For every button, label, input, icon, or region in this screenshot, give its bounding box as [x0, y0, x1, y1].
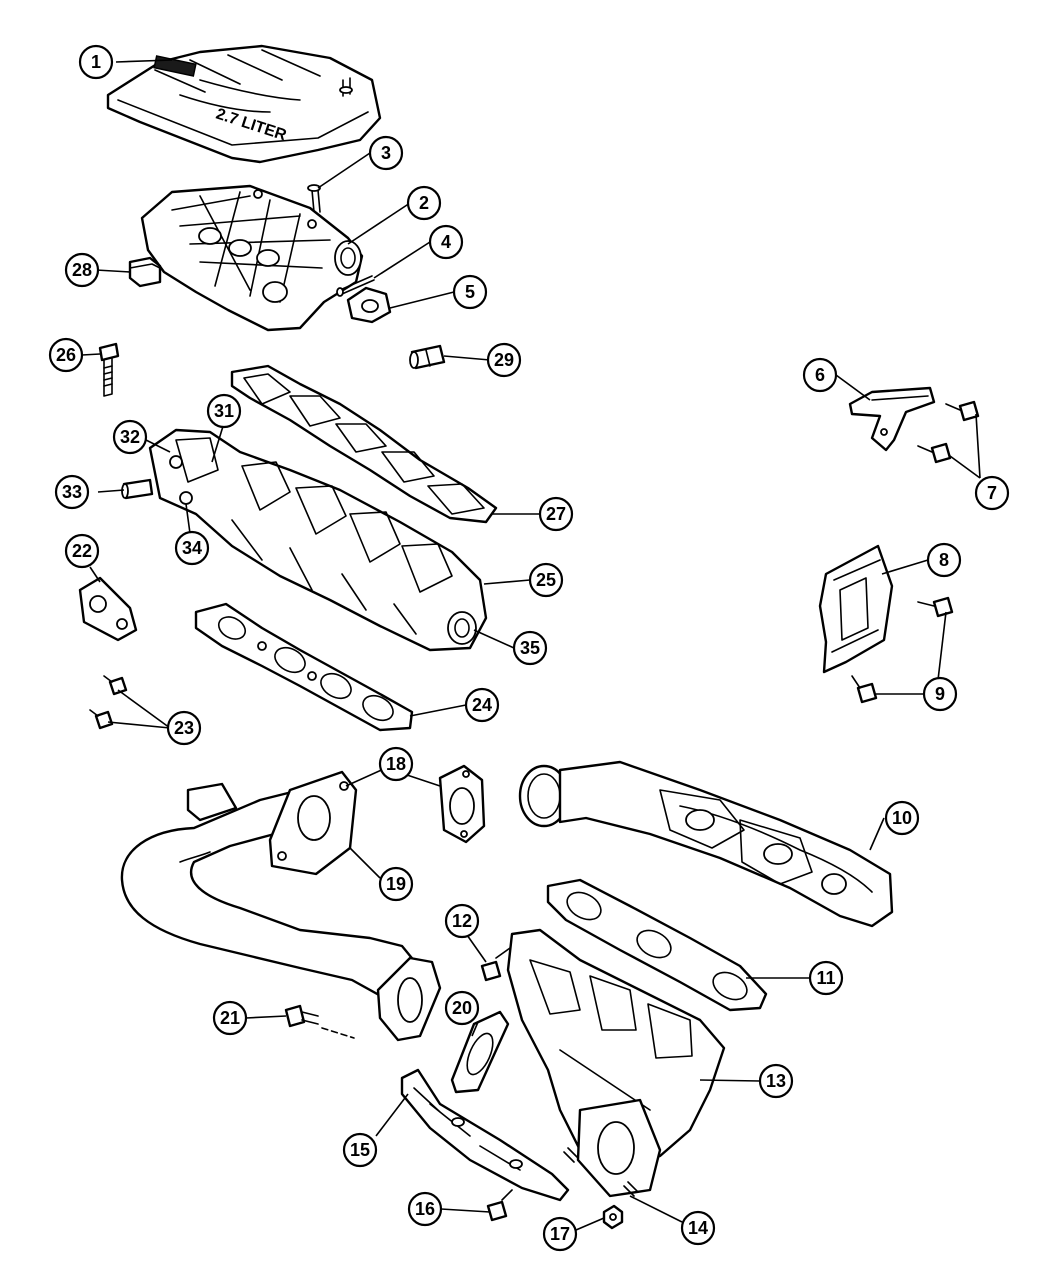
- svg-text:5: 5: [465, 282, 475, 302]
- svg-text:32: 32: [120, 427, 140, 447]
- bolt-21: [284, 1004, 355, 1039]
- callout-16: 16: [407, 1191, 443, 1227]
- egr-gasket: [78, 576, 138, 642]
- callout-25: 25: [528, 562, 564, 598]
- svg-text:10: 10: [892, 808, 912, 828]
- callout-21: 21: [212, 1000, 248, 1036]
- callout-18: 18: [378, 746, 414, 782]
- callout-34: 34: [174, 530, 210, 566]
- callout-35: 35: [512, 630, 548, 666]
- callout-32: 32: [112, 419, 148, 455]
- callout-4: 4: [428, 224, 464, 260]
- callout-9: 9: [922, 676, 958, 712]
- svg-text:7: 7: [987, 483, 997, 503]
- svg-text:35: 35: [520, 638, 540, 658]
- callout-2: 2: [406, 185, 442, 221]
- callout-20: 20: [444, 990, 480, 1026]
- small-bolt: [336, 275, 375, 297]
- svg-text:15: 15: [350, 1140, 370, 1160]
- nut-and-stud: [563, 1147, 639, 1230]
- callout-5: 5: [452, 274, 488, 310]
- callout-15: 15: [342, 1132, 378, 1168]
- svg-text:6: 6: [815, 365, 825, 385]
- bracket-6: [848, 386, 936, 452]
- svg-text:11: 11: [816, 968, 835, 988]
- svg-text:34: 34: [182, 538, 202, 558]
- lower-intake-manifold: [148, 428, 488, 652]
- svg-text:24: 24: [472, 695, 492, 715]
- svg-text:29: 29: [494, 350, 514, 370]
- bolts-7: [917, 400, 980, 464]
- crossover-pipe-19: [120, 770, 442, 1042]
- callout-33: 33: [54, 474, 90, 510]
- svg-text:25: 25: [536, 570, 556, 590]
- svg-text:13: 13: [766, 1071, 786, 1091]
- svg-text:23: 23: [174, 718, 194, 738]
- callout-29: 29: [486, 342, 522, 378]
- lower-manifold-gasket: [194, 602, 414, 732]
- svg-text:1: 1: [91, 52, 101, 72]
- svg-text:2: 2: [419, 193, 429, 213]
- svg-text:4: 4: [441, 232, 451, 252]
- hose-nipple: [409, 344, 446, 370]
- sensor-part: [128, 256, 162, 288]
- callout-31: 31: [206, 393, 242, 429]
- bolt-12: [480, 947, 511, 982]
- engine-cover: 2.7 LITER: [106, 44, 382, 164]
- svg-text:27: 27: [546, 504, 566, 524]
- callout-26: 26: [48, 337, 84, 373]
- svg-text:18: 18: [386, 754, 406, 774]
- callout-8: 8: [926, 542, 962, 578]
- valve-part: [346, 286, 392, 324]
- upper-intake-manifold: [140, 184, 364, 332]
- callout-6: 6: [802, 357, 838, 393]
- callout-19: 19: [378, 866, 414, 902]
- exhaust-manifold-10: [518, 760, 894, 928]
- heat-shield-15: [400, 1068, 570, 1202]
- callout-3: 3: [368, 135, 404, 171]
- svg-text:3: 3: [381, 143, 391, 163]
- fitting-33: [121, 478, 154, 500]
- callout-12: 12: [444, 903, 480, 939]
- callout-22: 22: [64, 533, 100, 569]
- svg-text:19: 19: [386, 874, 406, 894]
- callout-24: 24: [464, 687, 500, 723]
- callout-1: 1: [78, 44, 114, 80]
- callout-23: 23: [166, 710, 202, 746]
- svg-text:33: 33: [62, 482, 82, 502]
- leader-lines: [81, 59, 981, 1231]
- bolts-23: [89, 675, 128, 730]
- svg-text:12: 12: [452, 911, 472, 931]
- cover-stud: [307, 184, 321, 213]
- svg-text:28: 28: [72, 260, 92, 280]
- callout-17: 17: [542, 1216, 578, 1252]
- svg-text:20: 20: [452, 998, 472, 1018]
- svg-text:14: 14: [688, 1218, 708, 1238]
- callout-28: 28: [64, 252, 100, 288]
- svg-text:31: 31: [214, 401, 234, 421]
- svg-text:22: 22: [72, 541, 92, 561]
- upper-manifold-gasket: [230, 364, 498, 524]
- long-bolt: [98, 342, 120, 397]
- exhaust-gasket-11: [546, 878, 768, 1012]
- svg-text:21: 21: [220, 1008, 240, 1028]
- svg-text:8: 8: [939, 550, 949, 570]
- heat-shield-8: [818, 544, 894, 674]
- callout-14: 14: [680, 1210, 716, 1246]
- svg-text:16: 16: [415, 1199, 435, 1219]
- exhaust-manifold-13: [506, 928, 726, 1198]
- bolts-9: [851, 596, 954, 704]
- svg-text:26: 26: [56, 345, 76, 365]
- svg-text:9: 9: [935, 684, 945, 704]
- callout-11: 11: [808, 960, 844, 996]
- callout-10: 10: [884, 800, 920, 836]
- bolt-16: [486, 1189, 513, 1222]
- callout-27: 27: [538, 496, 574, 532]
- svg-text:17: 17: [550, 1224, 570, 1244]
- callout-7: 7: [974, 475, 1010, 511]
- gasket-18: [438, 764, 486, 844]
- callout-13: 13: [758, 1063, 794, 1099]
- flange-gasket-20: [450, 1010, 510, 1094]
